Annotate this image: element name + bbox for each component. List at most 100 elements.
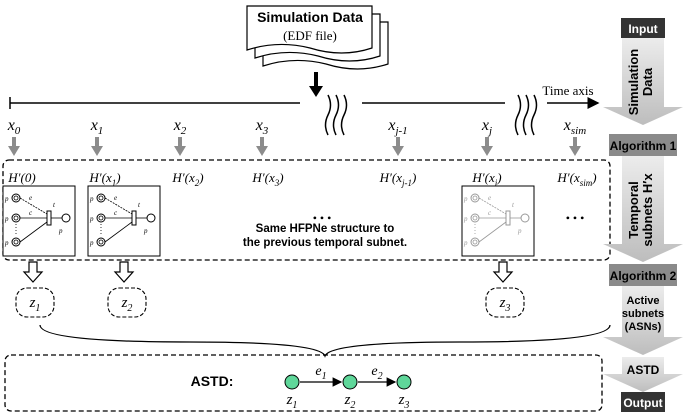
x-tick-4: xj-1 [387, 117, 407, 137]
svg-text:(ASNs): (ASNs) [625, 321, 662, 333]
same-structure-note-line1: Same HFPNe structure to [256, 223, 395, 235]
subnet-label-5: H′(xj) [471, 170, 501, 188]
astd-node-label-2: z3 [398, 392, 410, 411]
pipeline-input: Input [621, 18, 665, 38]
svg-text:Active: Active [626, 295, 659, 307]
sim-data-title: Simulation Data [257, 9, 363, 25]
x-tick-2: x2 [173, 117, 187, 137]
z-node-0: z1 [15, 287, 55, 318]
svg-text:p: p [4, 239, 9, 247]
svg-text:subnets: subnets [622, 308, 664, 320]
svg-text:p: p [463, 239, 468, 247]
pipeline-algorithm1: Algorithm 1 [609, 134, 677, 156]
pipeline-astd: ASTD [603, 357, 683, 392]
svg-text:subnets H′x: subnets H′x [640, 173, 655, 247]
gray-down-arrow [8, 137, 20, 156]
astd-region [4, 354, 603, 412]
svg-text:p: p [89, 239, 94, 247]
svg-text:p: p [143, 227, 148, 235]
hollow-arrow-2 [492, 261, 514, 283]
svg-text:t: t [138, 201, 141, 209]
sim-data-subtitle: (EDF file) [283, 28, 337, 43]
astd-node-label-0: z1 [286, 392, 298, 411]
svg-text:p: p [89, 195, 94, 203]
subnet-label-6: H′(xsim) [556, 170, 596, 188]
gray-arrows [8, 137, 581, 156]
subnet-label-0: H′(0) [7, 170, 35, 185]
hollow-arrow-1 [113, 261, 135, 283]
x-tick-labels: x0 x1 x2 x3 xj-1 xj xsim [7, 117, 587, 137]
x-tick-3: x3 [255, 117, 269, 137]
time-axis-label: Time axis [542, 83, 593, 98]
simulation-data-file-icon: Simulation Data (EDF file) [246, 5, 389, 70]
gray-down-arrow [91, 137, 103, 156]
svg-text:p: p [463, 195, 468, 203]
svg-text:ASTD: ASTD [627, 363, 660, 377]
subnet-label-2: H′(x2) [171, 170, 203, 188]
gray-down-arrow [392, 137, 404, 156]
down-arrow-head [309, 86, 323, 97]
astd-node-label-1: z2 [344, 392, 356, 411]
astd-node-2 [396, 374, 412, 390]
selection-arrows [22, 261, 514, 283]
gray-down-arrow [256, 137, 268, 156]
svg-text:e: e [29, 194, 32, 202]
subnet-label-4: H′(xj-1) [379, 170, 417, 188]
x-tick-0: x0 [7, 117, 21, 137]
pipeline-algorithm2: Algorithm 2 [609, 264, 677, 286]
gray-down-arrow [481, 137, 493, 156]
z-node-label-2: z3 [499, 295, 511, 314]
svg-text:t: t [512, 201, 515, 209]
x-tick-1: x1 [90, 117, 104, 137]
astd-node-0 [284, 374, 300, 390]
x-tick-5: xj [481, 117, 492, 137]
svg-text:p: p [517, 227, 522, 235]
svg-text:Output: Output [623, 396, 662, 410]
astd-node-1 [342, 374, 358, 390]
gray-down-arrow [174, 137, 186, 156]
svg-text:p: p [4, 215, 9, 223]
merge-brace [39, 324, 611, 358]
z-node-2: z3 [485, 287, 525, 318]
svg-text:c: c [114, 209, 118, 217]
astd-label: ASTD: [191, 373, 234, 389]
svg-text:Algorithm 1: Algorithm 1 [610, 139, 677, 153]
svg-text:p: p [463, 215, 468, 223]
svg-text:e: e [114, 194, 117, 202]
svg-text:Data: Data [640, 67, 655, 96]
subnet-net-1: p p p t ec p [87, 185, 161, 257]
subnet-label-3: H′(x3) [251, 170, 283, 188]
svg-text:Input: Input [628, 22, 657, 36]
subnet-labels: H′(0) H′(x1) H′(x2) H′(x3) H′(xj-1) H′(xj) H′(… [7, 170, 596, 188]
svg-text:p: p [4, 195, 9, 203]
ellipsis-right: • • • [566, 211, 585, 225]
ellipsis-middle: • • • [313, 211, 332, 225]
gray-down-arrow [569, 137, 581, 156]
svg-text:c: c [488, 209, 492, 217]
svg-text:p: p [58, 227, 63, 235]
svg-text:c: c [29, 209, 33, 217]
svg-text:p: p [89, 215, 94, 223]
temporal-subnets-region [2, 159, 611, 261]
subnet-label-1: H′(x1) [88, 170, 120, 188]
z-node-label-1: z2 [121, 295, 133, 314]
pipeline-output: Output [621, 392, 665, 412]
svg-text:Temporal: Temporal [626, 181, 641, 239]
x-tick-6: xsim [563, 117, 586, 137]
astd-edge-label-0: e1 [315, 364, 326, 382]
hollow-arrow-0 [22, 261, 44, 283]
svg-text:Simulation: Simulation [626, 49, 641, 116]
z-node-label-0: z1 [29, 295, 41, 314]
svg-text:e: e [488, 194, 491, 202]
subnet-net-j: p p p t ec p [461, 185, 535, 257]
z-node-1: z2 [107, 287, 147, 318]
astd-edge-label-1: e2 [371, 364, 382, 382]
time-axis [9, 94, 600, 136]
same-structure-note-line2: the previous temporal subnet. [243, 237, 407, 249]
